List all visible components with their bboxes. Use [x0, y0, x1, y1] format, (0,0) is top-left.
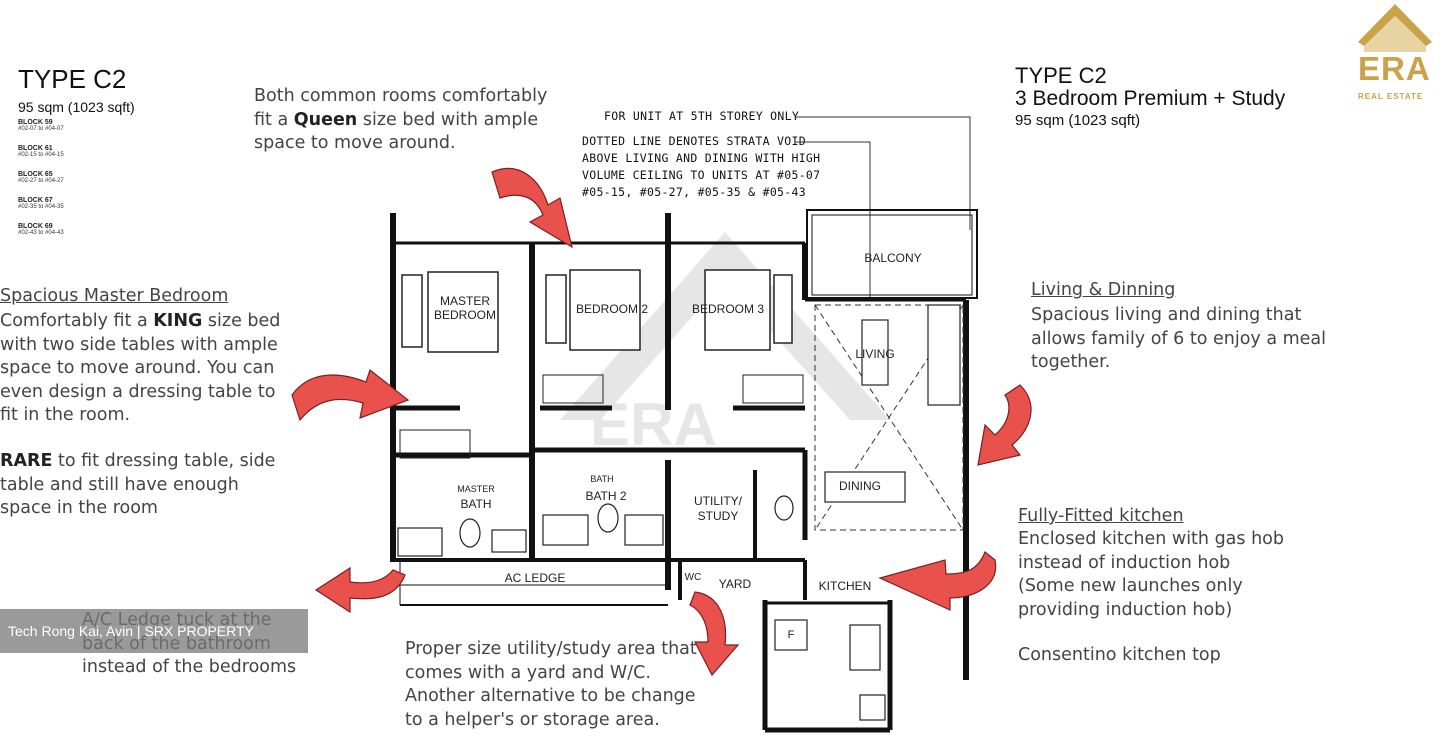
- era-logo: ERA REAL ESTATE: [1352, 2, 1438, 102]
- room-label-yard: YARD: [719, 577, 752, 591]
- room-label-bath2: BATH: [590, 474, 613, 484]
- rare-callout: RARE to fit dressing table, side table a…: [0, 450, 290, 521]
- arrow-icon: [291, 368, 410, 422]
- arrow-icon: [878, 551, 997, 611]
- common-rooms-callout: Both common rooms comfortably fit a Quee…: [254, 85, 564, 156]
- note-line: DOTTED LINE DENOTES STRATA VOID: [582, 134, 806, 148]
- room-label-kitchen: KITCHEN: [819, 579, 872, 593]
- block-list: BLOCK 59#02-07 to #04-07 BLOCK 61#02-15 …: [18, 119, 138, 249]
- block-units: #02-07 to #04-07: [18, 126, 64, 132]
- bed-icons: [401, 269, 793, 353]
- era-logo-icon: [1358, 4, 1432, 52]
- block-entry: BLOCK 59#02-07 to #04-07: [18, 119, 138, 145]
- left-type-title: TYPE C2: [18, 64, 127, 94]
- watermark-bar: Tech Rong Kai, Avin | SRX PROPERTY: [0, 609, 308, 653]
- room-label-bath2-2: BATH 2: [585, 489, 626, 503]
- master-callout-heading: Spacious Master Bedroom: [0, 286, 229, 306]
- callout-bold: RARE: [0, 451, 53, 471]
- room-label-utility: UTILITY/: [694, 494, 743, 508]
- callout-line: (Some new launches only: [1018, 576, 1243, 596]
- callout-bold: KING: [153, 311, 203, 331]
- utility-callout: Proper size utility/study area that come…: [405, 639, 697, 730]
- living-callout-heading: Living & Dinning: [1031, 280, 1176, 300]
- block-units: #02-27 to #04-27: [18, 178, 64, 184]
- callout-text: to fit dressing table, side table and st…: [0, 451, 276, 518]
- arrow-icon: [314, 566, 406, 614]
- room-label-fridge: F: [788, 629, 795, 641]
- room-label-living: LIVING: [855, 347, 894, 361]
- note-line: VOLUME CEILING TO UNITS AT #05-07: [582, 168, 821, 182]
- block-units: #02-15 to #04-15: [18, 152, 64, 158]
- master-callout-body: Comfortably fit a KING size bed with two…: [0, 310, 290, 428]
- room-label-balcony: BALCONY: [864, 251, 921, 265]
- callout-line: instead of induction hob: [1018, 552, 1231, 573]
- callout-line: Enclosed kitchen with gas hob: [1018, 529, 1284, 549]
- room-label-study: STUDY: [698, 509, 739, 523]
- bathroom-fixtures: [397, 304, 961, 721]
- right-type-size: 95 sqm (1023 sqft): [1015, 112, 1141, 129]
- callout-arrows: [291, 167, 1032, 677]
- left-type-size: 95 sqm (1023 sqft): [18, 99, 135, 115]
- era-logo-subtext: REAL ESTATE: [1358, 92, 1424, 101]
- block-entry: BLOCK 65#02-27 to #04-27: [18, 171, 138, 197]
- strata-void-note: DOTTED LINE DENOTES STRATA VOID ABOVE LI…: [582, 132, 820, 202]
- block-name: BLOCK 67: [18, 197, 53, 204]
- right-type-title: TYPE C2: [1015, 63, 1107, 88]
- block-units: #02-43 to #04-43: [18, 230, 64, 236]
- kitchen-callout-body: Enclosed kitchen with gas hob instead of…: [1018, 528, 1318, 668]
- living-callout-body: Spacious living and dining that allows f…: [1031, 305, 1327, 372]
- callout-text: Comfortably fit a: [0, 311, 154, 331]
- room-label-bedroom3: BEDROOM 3: [692, 302, 764, 316]
- block-entry: BLOCK 67#02-35 to #04-35: [18, 197, 138, 223]
- room-label-master-2: BEDROOM: [434, 308, 496, 322]
- callout-text: size bed with two side tables with ample…: [0, 311, 281, 425]
- right-type-subtitle: 3 Bedroom Premium + Study: [1015, 87, 1286, 110]
- room-label-master-bath: MASTER: [457, 484, 495, 494]
- arrow-icon: [977, 384, 1032, 466]
- room-label-wc: WC: [685, 572, 702, 583]
- era-logo-text: ERA: [1358, 50, 1431, 87]
- kitchen-callout-heading: Fully-Fitted kitchen: [1018, 506, 1184, 526]
- note-leader-line: [796, 116, 971, 230]
- block-name: BLOCK 61: [18, 145, 53, 152]
- note-line: ABOVE LIVING AND DINING WITH HIGH: [582, 151, 821, 165]
- block-entry: BLOCK 69#02-43 to #04-43: [18, 223, 138, 249]
- room-label-bedroom2: BEDROOM 2: [576, 302, 648, 316]
- callout-line: providing induction hob): [1018, 599, 1233, 620]
- block-name: BLOCK 65: [18, 171, 53, 178]
- note-line: #05-15, #05-27, #05-35 & #05-43: [582, 185, 806, 199]
- room-label-dining: DINING: [839, 479, 881, 493]
- callout-bold: Queen: [293, 109, 358, 130]
- room-label-master: MASTER: [440, 294, 490, 308]
- block-name: BLOCK 69: [18, 223, 53, 230]
- arrow-icon: [689, 591, 740, 677]
- block-name: BLOCK 59: [18, 119, 53, 126]
- svg-text:ERA: ERA: [590, 391, 717, 458]
- fifth-storey-note: FOR UNIT AT 5TH STOREY ONLY: [604, 109, 800, 123]
- note-leader-line: [796, 141, 871, 300]
- callout-text: Both common rooms comfortably fit a: [254, 86, 548, 130]
- wardrobe-icons: [399, 374, 804, 459]
- callout-text: size bed with ample space to move around…: [254, 109, 539, 154]
- block-entry: BLOCK 61#02-15 to #04-15: [18, 145, 138, 171]
- block-units: #02-35 to #04-35: [18, 204, 64, 210]
- room-label-ac-ledge: AC LEDGE: [505, 571, 566, 585]
- room-label-master-bath-2: BATH: [460, 497, 491, 511]
- arrow-icon: [491, 167, 573, 249]
- callout-line: Consentino kitchen top: [1018, 645, 1221, 665]
